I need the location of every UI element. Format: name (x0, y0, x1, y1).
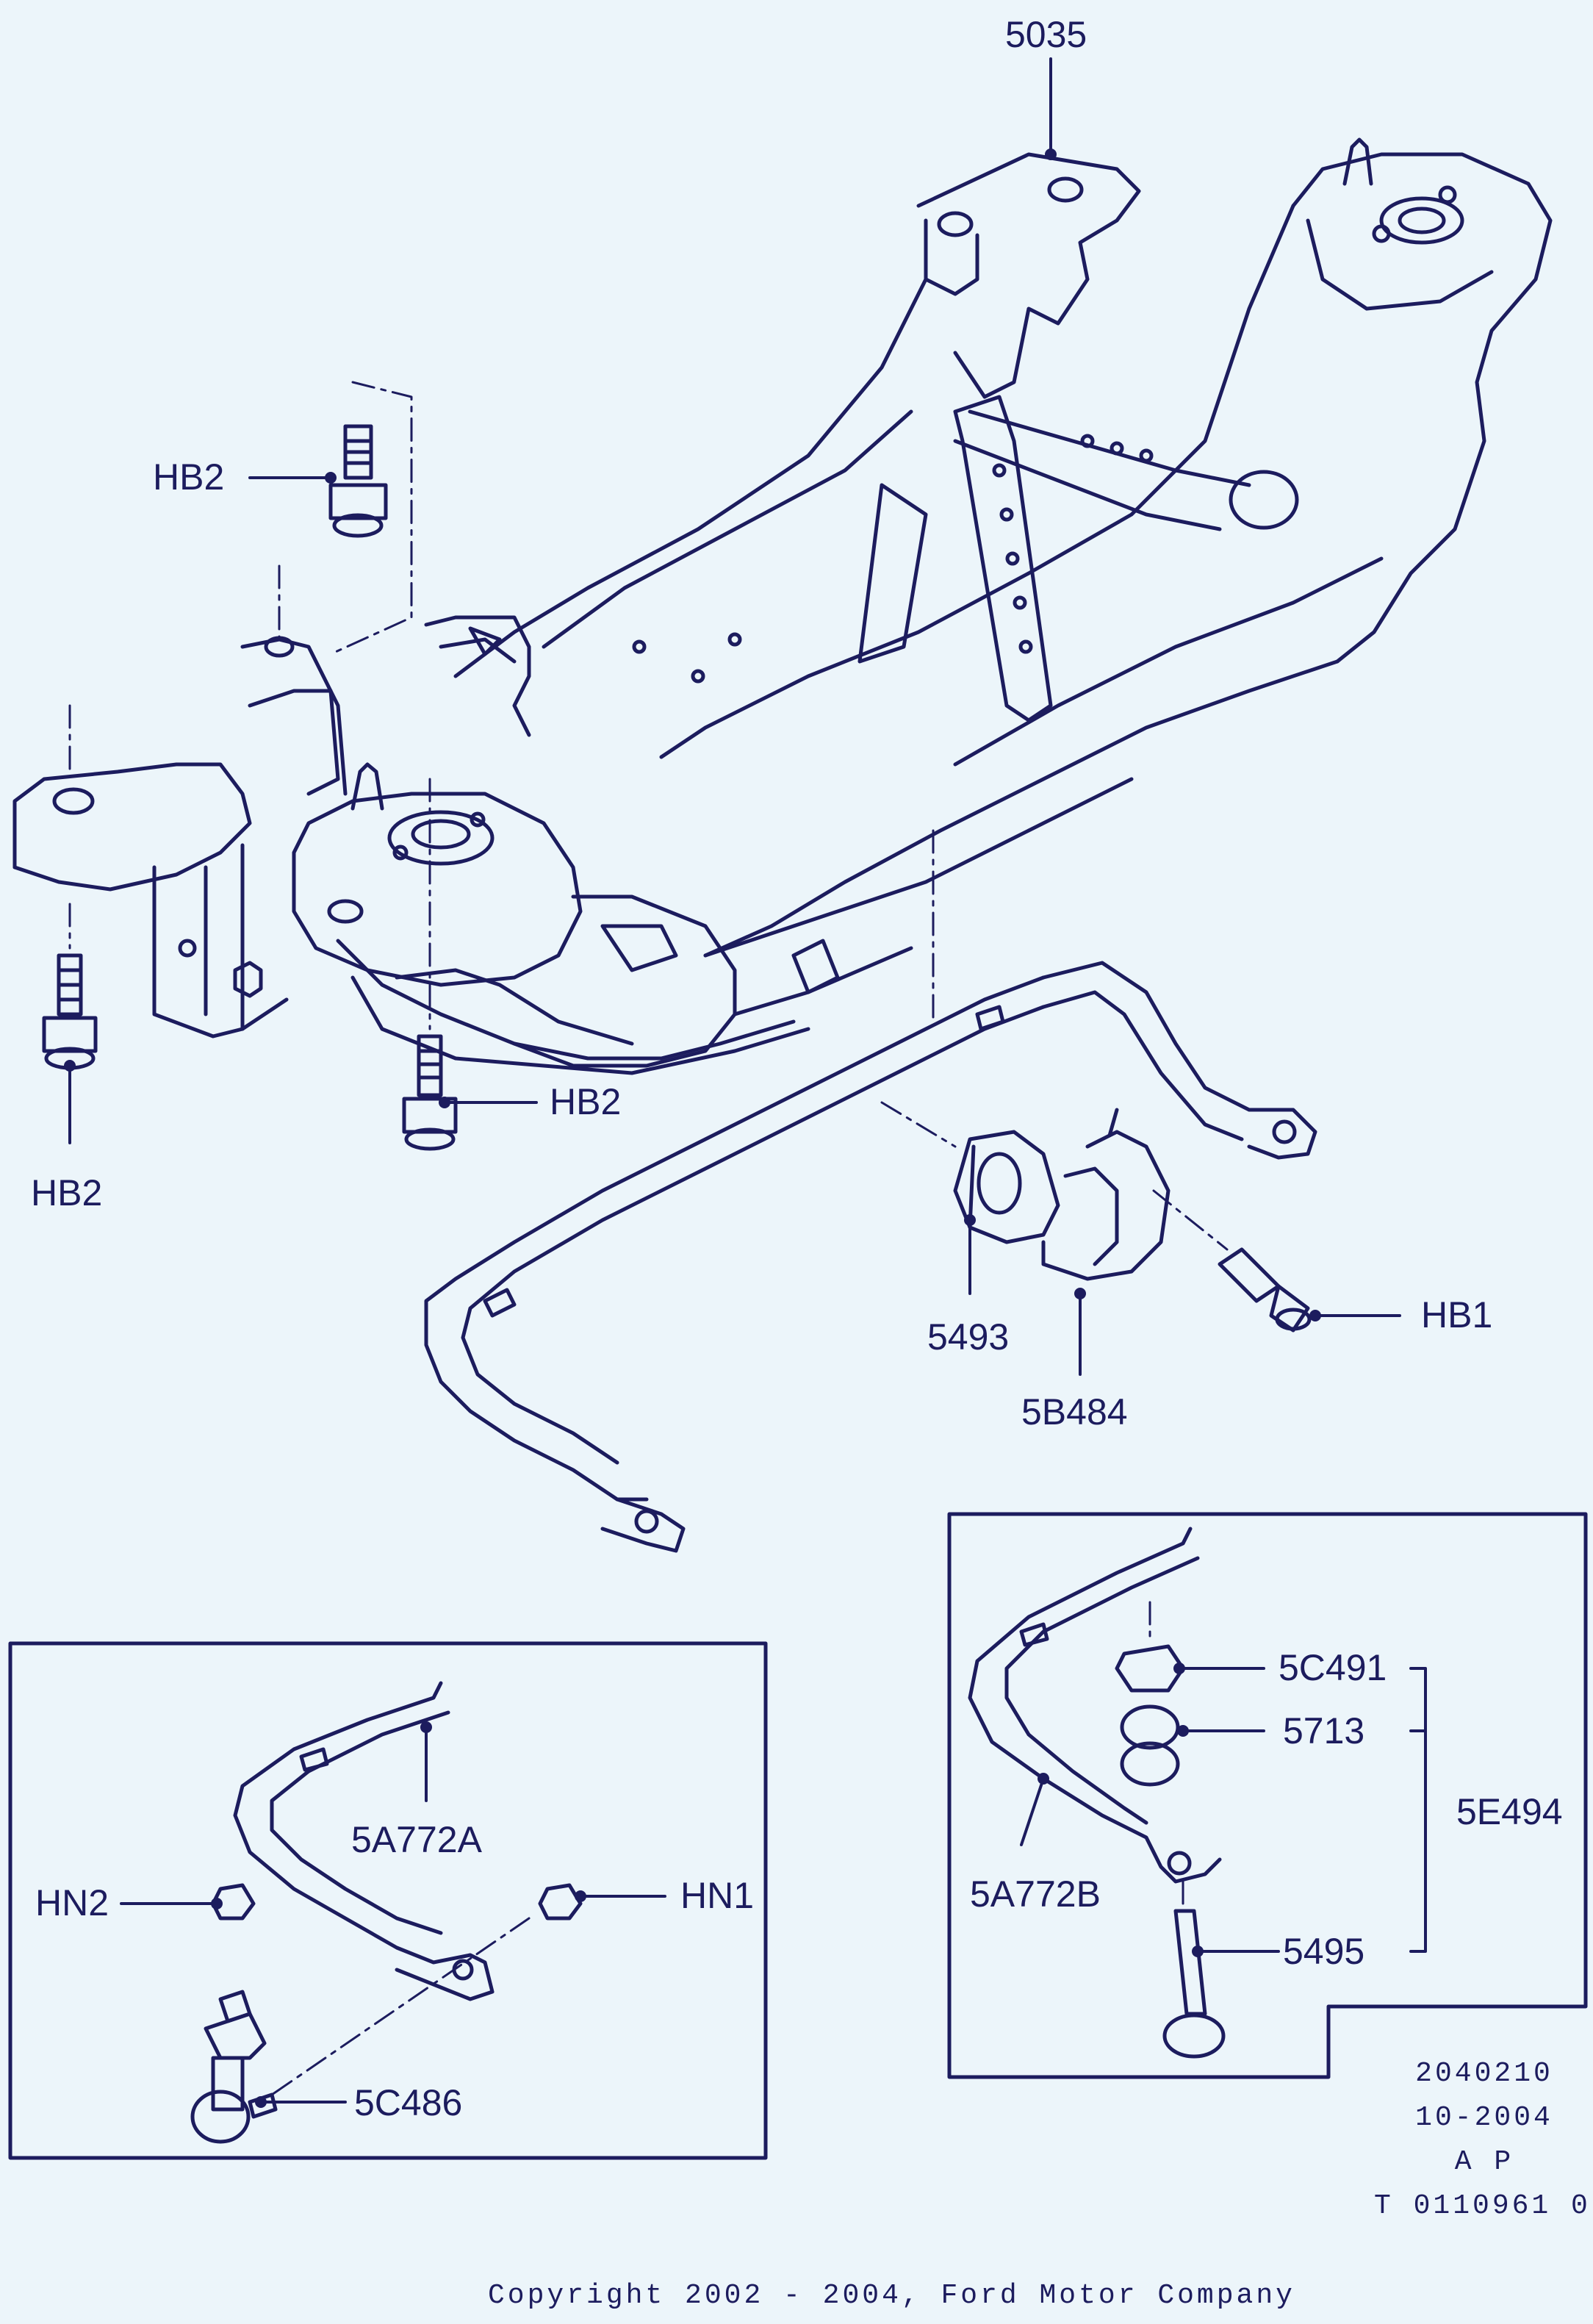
hb1-bolt-drawing (1218, 1247, 1312, 1333)
inset-right-drawing (968, 1527, 1226, 2059)
callout-5035: 5035 (1005, 14, 1087, 55)
hb2-bolt-center-drawing (402, 1034, 458, 1151)
callout-5a772b: 5A772B (970, 1873, 1101, 1915)
drawing-reference: T 0110961 0 (1374, 2190, 1591, 2222)
drawing-code: 2040210 (1415, 2058, 1553, 2090)
callout-5493: 5493 (927, 1316, 1010, 1358)
callout-hb1: HB1 (1421, 1294, 1493, 1335)
bushing-5493-drawing (953, 1130, 1060, 1244)
callout-5495: 5495 (1283, 1931, 1365, 1972)
hb2-bolt-left-drawing (42, 953, 98, 1070)
inset-left-frame (8, 1641, 768, 2160)
callout-hn2: HN2 (35, 1882, 109, 1923)
callout-hb2-center: HB2 (550, 1081, 622, 1122)
callout-5a772a: 5A772A (351, 1819, 482, 1860)
copyright-notice: Copyright 2002 - 2004, Ford Motor Compan… (488, 2280, 1295, 2312)
callout-5c491: 5C491 (1279, 1647, 1387, 1688)
leader-dots (64, 148, 1321, 2108)
drawing-date: 10-2004 (1415, 2102, 1553, 2134)
inset-left-drawing (190, 1681, 583, 2144)
callout-5e494: 5E494 (1456, 1791, 1563, 1832)
callout-5713: 5713 (1283, 1710, 1365, 1751)
callout-hb2-left: HB2 (31, 1172, 103, 1213)
drawing-region: A P (1454, 2146, 1514, 2178)
callout-hb2-upper: HB2 (153, 456, 225, 498)
subframe-drawing (12, 137, 1553, 1075)
hb2-bolt-upper-drawing (328, 424, 388, 538)
callout-hn1: HN1 (680, 1875, 755, 1916)
callout-5c486: 5C486 (354, 2082, 463, 2123)
clamp-5b484-drawing (1041, 1108, 1171, 1281)
inset-right-frame (947, 1512, 1588, 2079)
stabilizer-bar-drawing (424, 961, 1317, 1553)
callout-5b484: 5B484 (1021, 1391, 1128, 1432)
leader-lines (68, 57, 1427, 2104)
alignment-lines (68, 381, 1229, 2096)
